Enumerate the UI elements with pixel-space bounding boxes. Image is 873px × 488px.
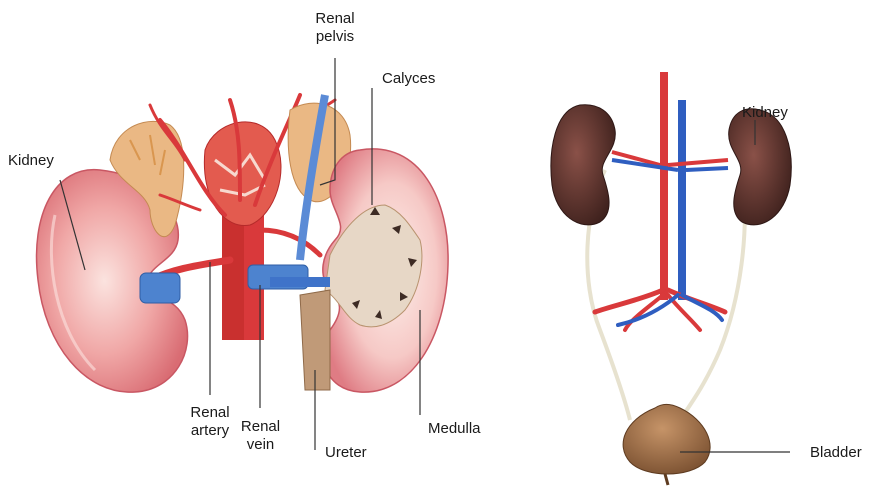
renal-vein-left: [140, 273, 180, 303]
aorta: [222, 215, 244, 340]
label-calyces: Calyces: [382, 70, 435, 88]
label-bladder: Bladder: [810, 444, 862, 462]
label-medulla: Medulla: [428, 420, 481, 438]
label-renal-artery: Renal artery: [185, 404, 235, 440]
aorta-right: [660, 72, 668, 300]
label-ureter: Ureter: [325, 444, 367, 462]
left-kidney-illustration: [37, 95, 449, 392]
bladder: [623, 404, 710, 474]
label-renal-pelvis: Renal pelvis: [310, 10, 360, 46]
label-kidney-left: Kidney: [8, 152, 54, 170]
vena-cava: [678, 100, 686, 300]
label-renal-vein: Renal vein: [238, 418, 283, 454]
right-diagram-kidney-left: [551, 105, 615, 225]
right-diagram-kidney-right: [729, 109, 792, 225]
label-kidney-right: Kidney: [742, 104, 788, 122]
